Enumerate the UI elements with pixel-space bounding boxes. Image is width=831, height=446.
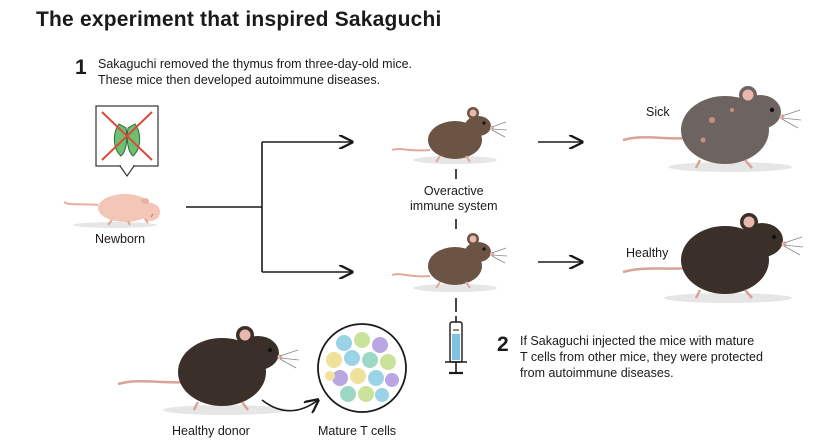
mature-t-cells-label: Mature T cells bbox=[318, 424, 397, 438]
step-1-line-2: These mice then developed autoimmune dis… bbox=[98, 73, 381, 87]
page-title: The experiment that inspired Sakaguchi bbox=[36, 8, 442, 31]
step-2-text: If Sakaguchi injected the mice with matu… bbox=[520, 333, 763, 381]
sick-mouse-icon bbox=[622, 86, 802, 172]
step-2-number: 2 bbox=[497, 333, 509, 356]
thymectomized-mouse-top-icon bbox=[391, 107, 508, 164]
donor-to-cells-arrow bbox=[261, 400, 318, 411]
newborn-mouse-icon bbox=[63, 194, 160, 228]
healthy-mouse-icon bbox=[622, 213, 804, 303]
healthy-donor-mouse-icon bbox=[117, 326, 300, 415]
branch-connector bbox=[186, 142, 582, 312]
step-2-line-2: T cells from other mice, they were prote… bbox=[520, 350, 763, 364]
step-1-number: 1 bbox=[75, 56, 87, 79]
step-1-line-1: Sakaguchi removed the thymus from three-… bbox=[98, 57, 413, 71]
thymectomized-mouse-bottom-icon bbox=[391, 233, 508, 292]
newborn-label: Newborn bbox=[95, 232, 146, 246]
sick-label: Sick bbox=[646, 105, 670, 119]
overactive-immune-label: Overactive immune system bbox=[410, 184, 498, 214]
mature-t-cells-icon bbox=[317, 323, 407, 413]
step-2-line-3: from autoimmune diseases. bbox=[520, 366, 674, 380]
overactive-line-2: immune system bbox=[410, 199, 498, 213]
removed-thymus-icon bbox=[95, 105, 159, 178]
healthy-donor-label: Healthy donor bbox=[172, 424, 250, 438]
step-1-text: Sakaguchi removed the thymus from three-… bbox=[98, 56, 412, 88]
step-2-line-1: If Sakaguchi injected the mice with matu… bbox=[520, 334, 755, 348]
overactive-line-1: Overactive bbox=[423, 184, 484, 198]
healthy-label: Healthy bbox=[626, 246, 669, 260]
syringe-icon bbox=[445, 316, 467, 375]
